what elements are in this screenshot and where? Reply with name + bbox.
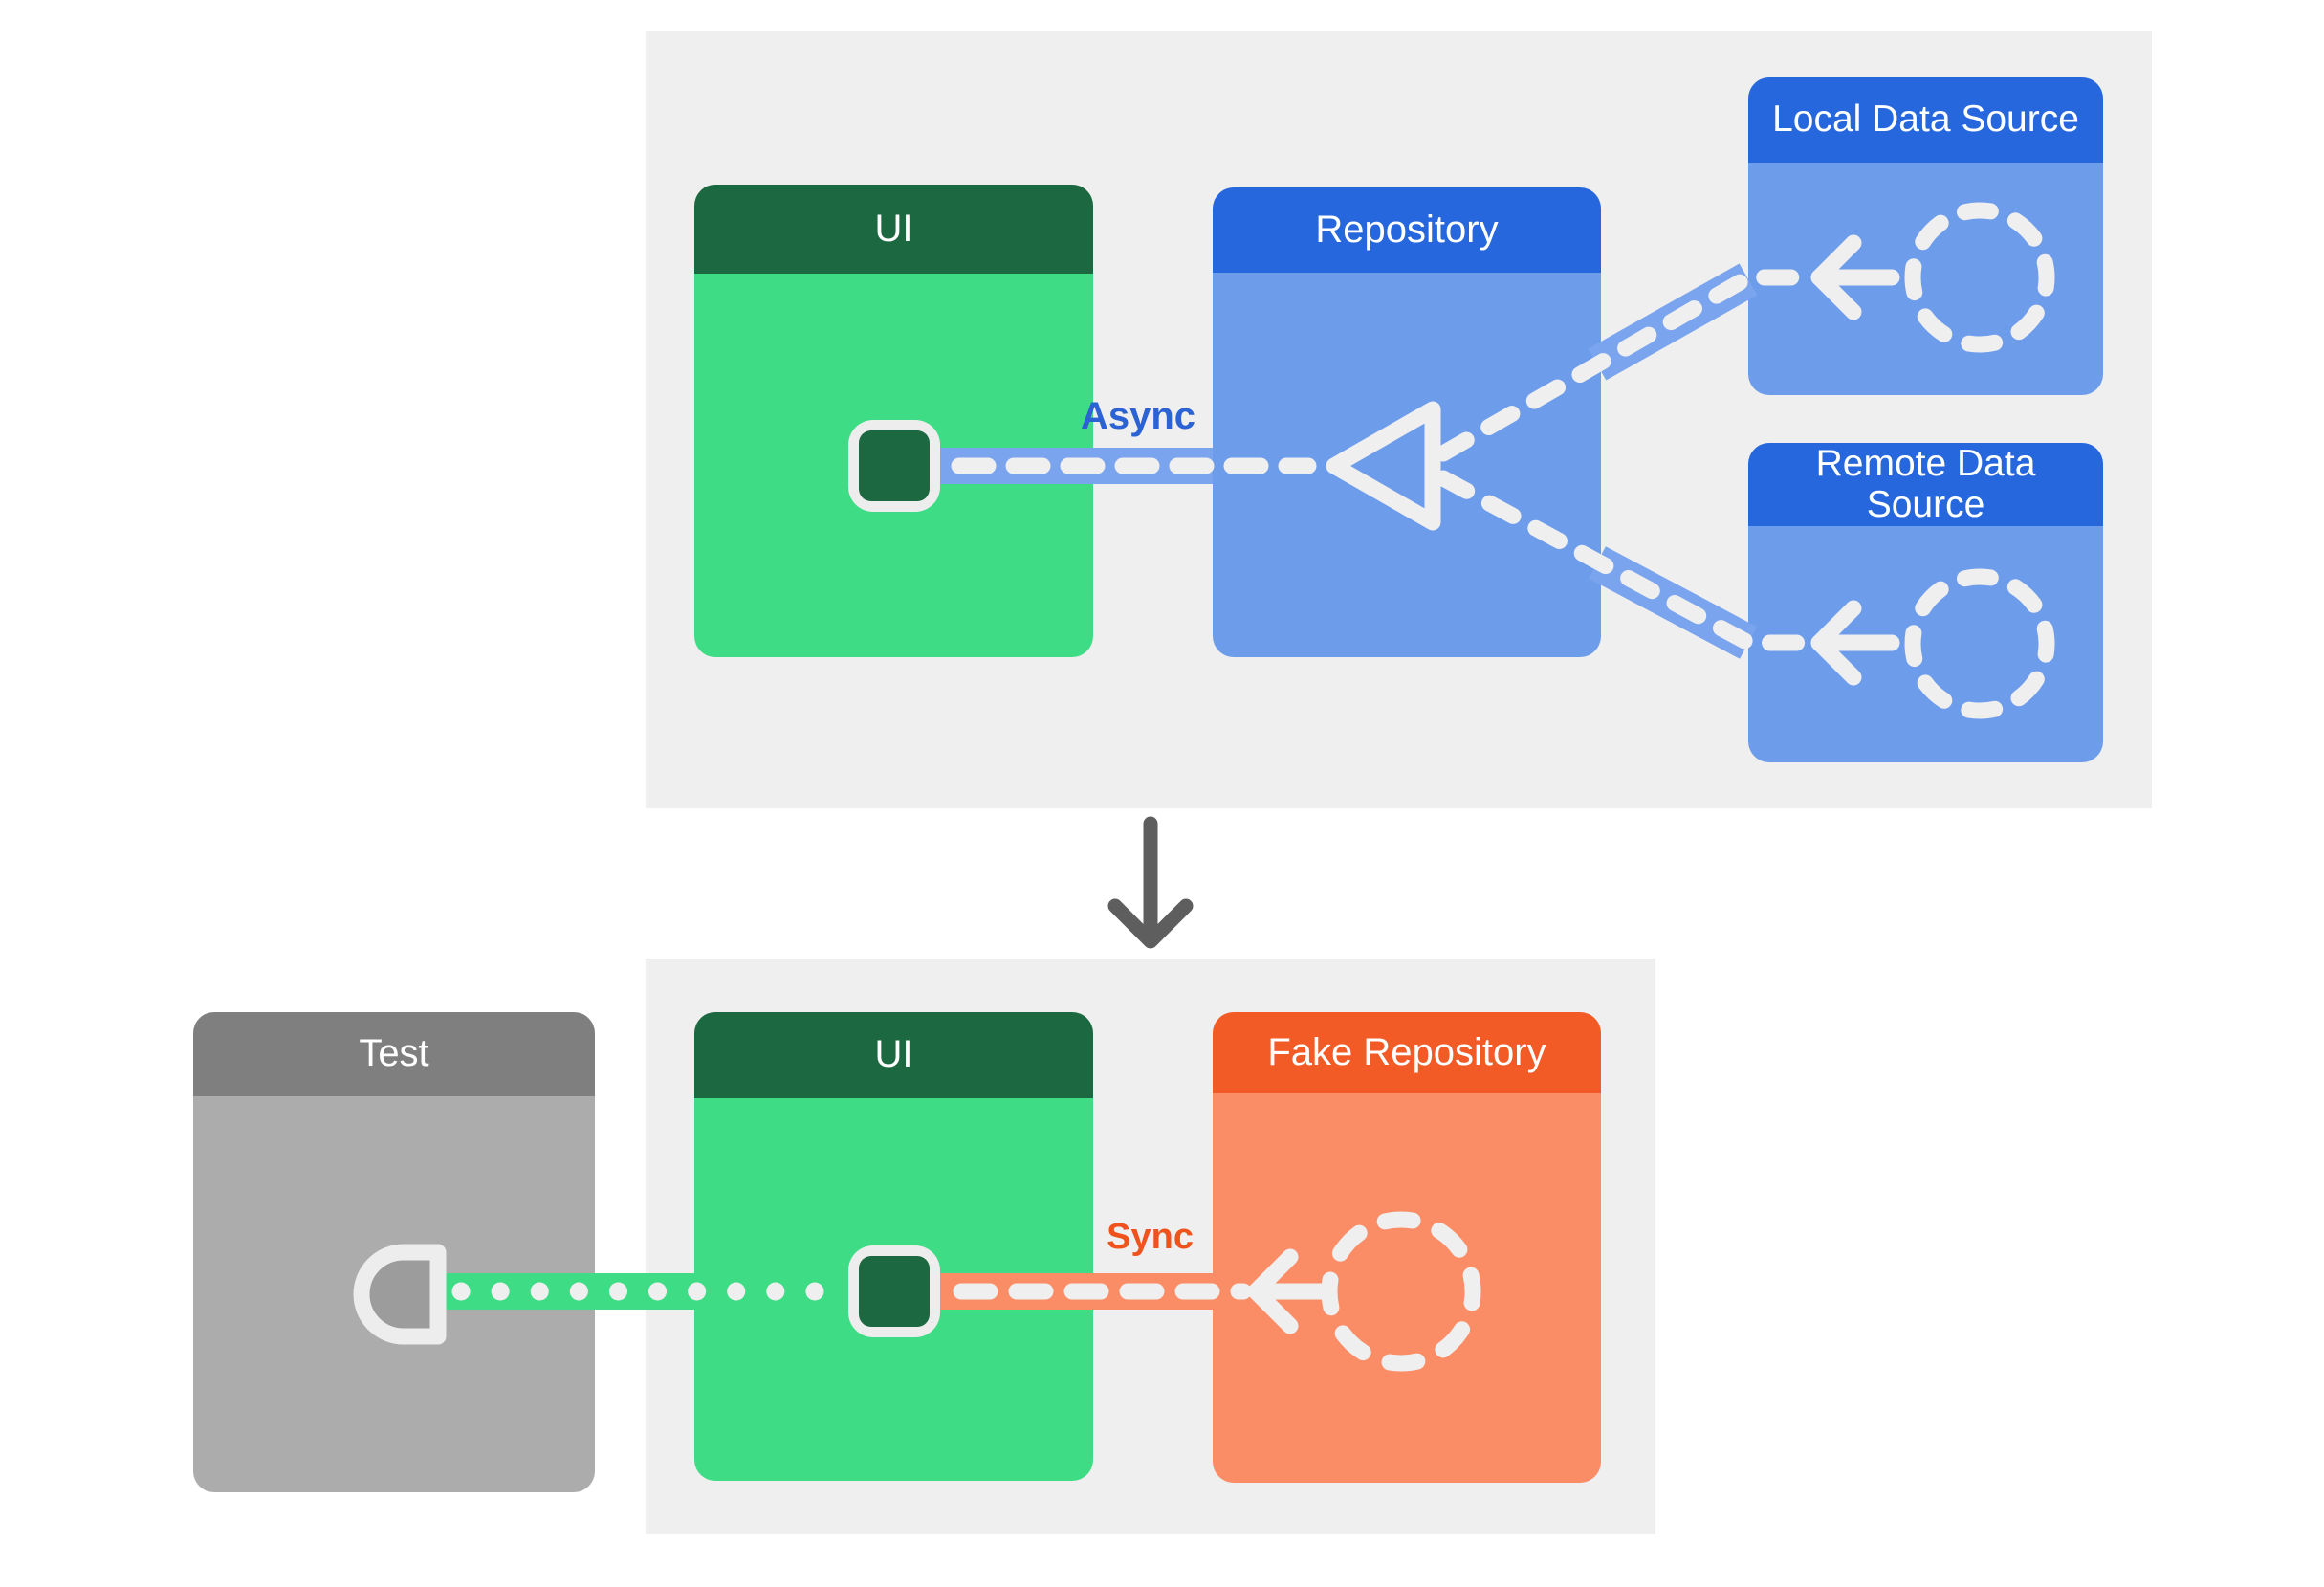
fake-repository-card-body	[1213, 1093, 1601, 1483]
repository-card-title: Repository	[1315, 208, 1499, 251]
async-label: Async	[1080, 395, 1195, 437]
local-data-source-card-body	[1748, 163, 2103, 395]
sync-label: Sync	[1107, 1217, 1194, 1257]
remote-data-source-card-body	[1748, 526, 2103, 762]
test-card-body	[193, 1096, 595, 1492]
remote-data-source-card: Remote Data Source	[1748, 443, 2103, 762]
local-data-source-card: Local Data Source	[1748, 77, 2103, 395]
ui-card-title: UI	[874, 207, 913, 250]
test-card-title: Test	[359, 1032, 429, 1075]
ui-card-body	[694, 274, 1093, 657]
ui-card-test-flow-body	[694, 1098, 1093, 1481]
ui-card-test-flow-title: UI	[874, 1033, 913, 1076]
repository-card-body	[1213, 273, 1601, 657]
fake-repository-card-title: Fake Repository	[1267, 1030, 1546, 1073]
repository-card: Repository	[1213, 187, 1601, 657]
ui-card-test-flow-header: UI	[694, 1012, 1093, 1098]
fake-repository-card: Fake Repository	[1213, 1012, 1601, 1483]
ui-card-header: UI	[694, 185, 1093, 274]
test-card: Test	[193, 1012, 595, 1492]
down-arrow-icon	[1107, 816, 1194, 949]
local-data-source-card-title: Local Data Source	[1772, 99, 2079, 141]
fake-repository-card-header: Fake Repository	[1213, 1012, 1601, 1093]
test-card-header: Test	[193, 1012, 595, 1096]
repository-card-header: Repository	[1213, 187, 1601, 273]
remote-data-source-card-title: Remote Data Source	[1815, 443, 2036, 525]
local-data-source-card-header: Local Data Source	[1748, 77, 2103, 163]
remote-data-source-card-header: Remote Data Source	[1748, 443, 2103, 526]
